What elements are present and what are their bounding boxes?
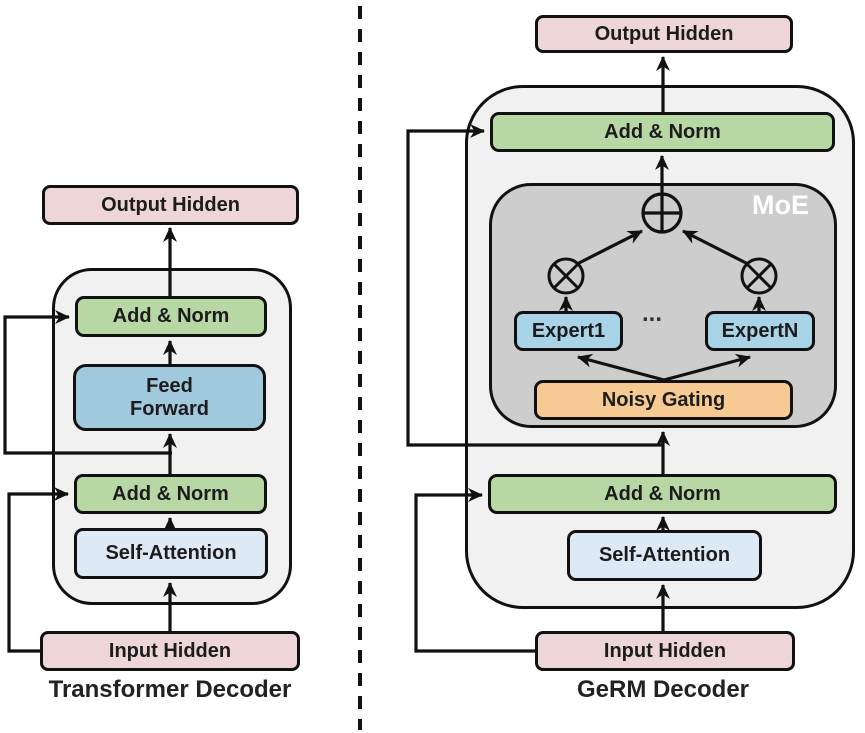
right-noisy-gating-box: Noisy Gating xyxy=(534,380,793,420)
multiply-node-right-icon xyxy=(740,257,778,295)
left-add-norm-bottom-box: Add & Norm xyxy=(74,474,267,514)
left-add-norm-top-box: Add & Norm xyxy=(75,296,267,337)
right-add-norm-top-box: Add & Norm xyxy=(490,112,835,152)
left-self-attention-box: Self-Attention xyxy=(74,528,268,579)
arrow-multN-to-sum xyxy=(682,229,749,266)
left-flow-arrows xyxy=(3,227,177,653)
right-self-attention-box: Self-Attention xyxy=(567,530,762,581)
left-panel-caption: Transformer Decoder xyxy=(48,676,292,703)
residual-skip-upper xyxy=(3,310,172,455)
left-input-hidden-box: Input Hidden xyxy=(40,631,300,671)
right-output-hidden-box: Output Hidden xyxy=(535,15,793,53)
residual-skip-upper xyxy=(406,124,663,447)
experts-ellipsis: ... xyxy=(641,300,662,327)
residual-skip-lower xyxy=(7,487,69,653)
right-flow-arrows xyxy=(406,56,766,653)
right-input-hidden-box: Input Hidden xyxy=(535,631,795,671)
multiply-node-left-icon xyxy=(547,257,585,295)
right-expert1-box: Expert1 xyxy=(514,311,623,351)
left-output-hidden-box: Output Hidden xyxy=(42,185,299,225)
right-panel-caption: GeRM Decoder xyxy=(576,676,750,703)
right-expertN-box: ExpertN xyxy=(705,311,815,351)
arrow-mult1-to-sum xyxy=(576,229,643,266)
sum-node-icon xyxy=(641,192,683,234)
arrow-gating-to-expert1 xyxy=(577,353,665,382)
left-feed-forward-box: Feed Forward xyxy=(73,364,266,431)
moe-label: MoE xyxy=(752,190,809,220)
arrow-gating-to-expertN xyxy=(663,353,751,382)
right-add-norm-bottom-box: Add & Norm xyxy=(488,474,837,514)
residual-skip-lower xyxy=(414,488,535,653)
